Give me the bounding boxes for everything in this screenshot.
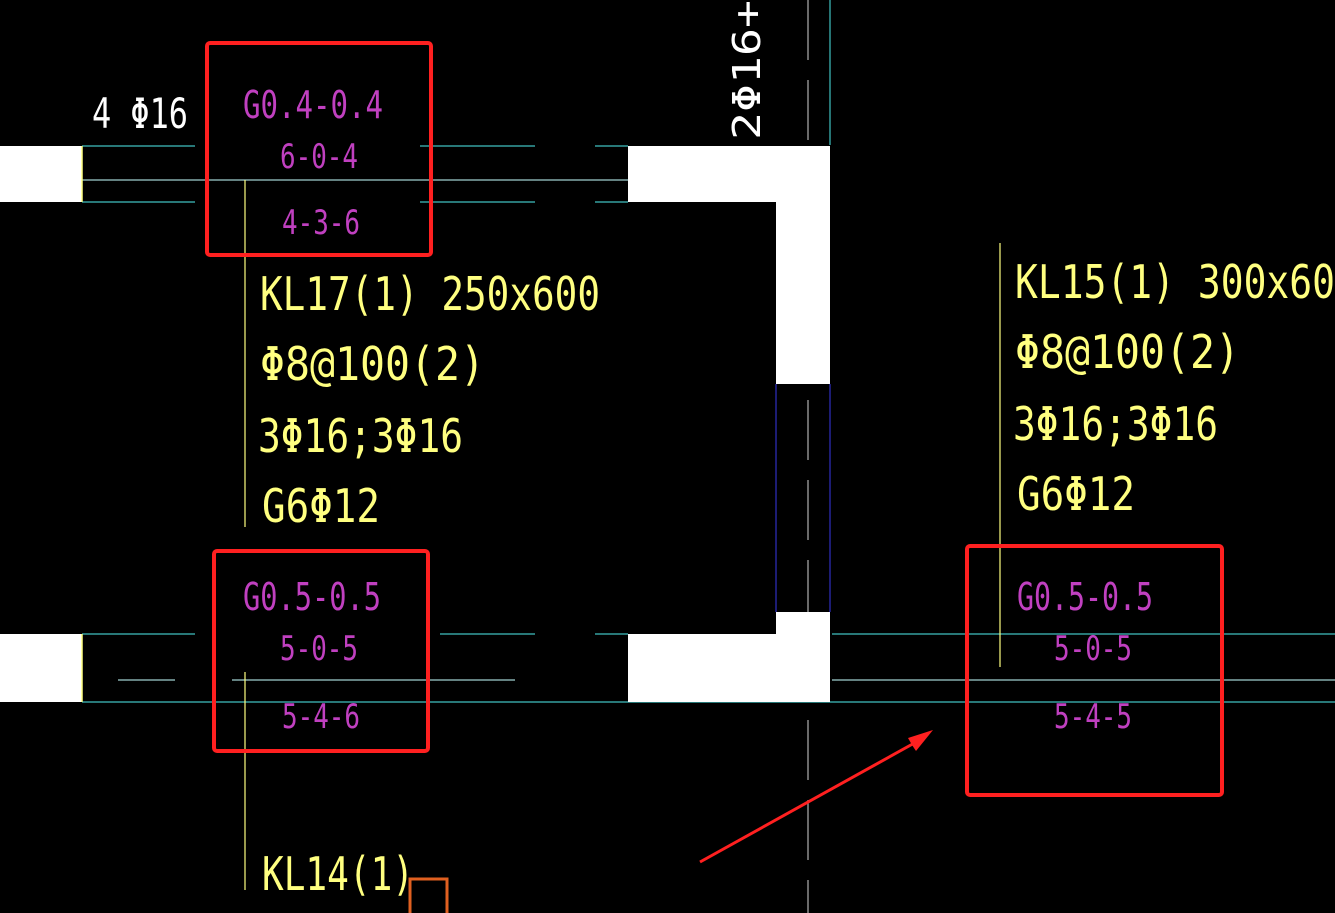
mid-box-line3: 5-4-6 [282,697,360,737]
mid-box-line2: 5-0-5 [280,629,358,669]
mid-box-text: G0.5-0.5 5-0-5 5-4-6 [243,575,381,737]
kl14-marker-box [408,877,449,913]
mid-box-line1: G0.5-0.5 [243,575,381,619]
red-arrow [699,730,933,864]
right-box-line1: G0.5-0.5 [1017,575,1153,619]
kl17-stirrup: Φ8@100(2) [260,337,485,391]
kl15-side-rebar: G6Φ12 [1017,467,1135,521]
right-box-line3: 5-4-5 [1054,697,1132,737]
leader-lines [244,180,1001,890]
top-highlight-box [205,41,433,257]
right-box-line2: 5-0-5 [1054,629,1132,669]
kl15-annotation: KL15(1) 300x60 Φ8@100(2) 3Φ16;3Φ16 G6Φ12 [1013,255,1335,521]
top-box-line1: G0.4-0.4 [243,83,383,127]
right-highlight-box [965,544,1224,797]
kl15-stirrup: Φ8@100(2) [1015,325,1240,379]
kl14-name: KL14(1) [262,847,414,901]
top-box-line2: 6-0-4 [280,137,358,177]
kl15-name: KL15(1) 300x60 [1015,255,1335,309]
kl17-side-rebar: G6Φ12 [262,479,380,533]
top-left-rebar-label: 4 Φ16 [92,89,188,138]
right-box-text: G0.5-0.5 5-0-5 5-4-5 [1017,575,1153,737]
column-lines [775,0,831,913]
kl15-main-rebar: 3Φ16;3Φ16 [1013,397,1218,451]
top-box-text: G0.4-0.4 6-0-4 4-3-6 [243,83,383,243]
kl17-annotation: KL17(1) 250x600 Φ8@100(2) 3Φ16;3Φ16 G6Φ1… [258,267,600,533]
highlight-boxes [205,41,1224,797]
kl17-main-rebar: 3Φ16;3Φ16 [258,409,463,463]
wall-fills [0,146,830,702]
vertical-rebar-label: 2Φ16+ [725,0,769,140]
kl17-name: KL17(1) 250x600 [260,267,600,321]
mid-highlight-box [212,549,430,753]
top-box-line3: 4-3-6 [282,203,360,243]
